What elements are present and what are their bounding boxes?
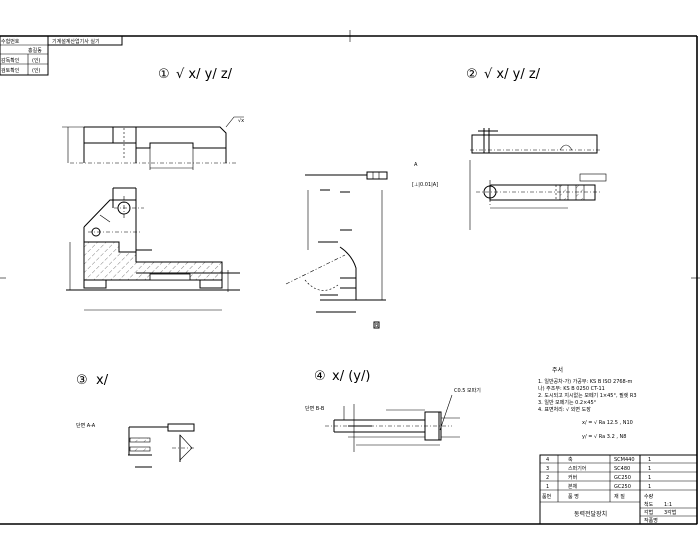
drawing-line bbox=[579, 173, 607, 182]
drawing-line bbox=[83, 279, 107, 289]
notes-block: 주서 1. 일반공차-가) 가공부: KS B ISO 2768-m 나) 주조… bbox=[538, 366, 637, 440]
info-value: (인) bbox=[32, 67, 41, 74]
info-label: 수험번호 bbox=[1, 38, 20, 45]
drawing-text: √ x/ y/ z/ bbox=[484, 67, 541, 82]
drawing-line bbox=[304, 279, 339, 291]
drawing-text: 1 bbox=[648, 466, 651, 472]
drawing-line bbox=[559, 144, 573, 151]
drawing-title: 동력전달장치 bbox=[574, 510, 607, 518]
drawing-line bbox=[0, 35, 49, 76]
leader-text: √x bbox=[238, 118, 244, 124]
drawing-text: 스퍼기어 bbox=[568, 465, 586, 472]
drawing-text: 축 bbox=[568, 456, 573, 463]
part-3-drawing: B bbox=[285, 171, 388, 329]
notes-title: 주서 bbox=[552, 366, 563, 374]
info-value: 홍길동 bbox=[28, 47, 42, 54]
drawing-line bbox=[167, 423, 195, 432]
note-line: 1. 일반공차-가) 가공부: KS B ISO 2768-m bbox=[538, 378, 633, 385]
view-label-2: ② √ x/ y/ z/ bbox=[466, 67, 541, 82]
info-label: 검토확인 bbox=[1, 67, 20, 74]
drawing-text: 재 질 bbox=[614, 493, 625, 500]
drawing-line bbox=[84, 126, 227, 163]
drawing-text: √ x/ y/ z/ bbox=[176, 67, 233, 82]
part-3-section-drawing: 단면 A-A bbox=[76, 422, 196, 468]
drawing-line bbox=[339, 246, 357, 300]
note-line: 나) 주조부: KS B 0250 CT-11 bbox=[538, 385, 605, 392]
drawing-text: 품번 bbox=[542, 493, 552, 500]
drawing-text: 3 bbox=[546, 466, 549, 472]
datum-ref: [⊥|0.01|A] bbox=[412, 182, 438, 188]
note-line: 4. 표면처리: √ 외면 도장 bbox=[538, 406, 591, 413]
title-block: 4 축 SCM440 1 3 스퍼기어 SC480 1 2 커버 GC250 1… bbox=[539, 454, 698, 525]
drawing-text: 4 bbox=[546, 457, 549, 463]
footer-label: 작품명 bbox=[644, 517, 658, 524]
exam-info-block: 수험번호 홍길동 감독확인 (인) 검토확인 (인) 기계설계산업기사 실기 bbox=[0, 35, 123, 76]
drawing-line bbox=[285, 254, 346, 285]
drawing-line bbox=[373, 321, 380, 329]
drawing-text: ④ bbox=[314, 369, 326, 384]
drawing-text: 품 명 bbox=[568, 493, 579, 500]
drawing-text: 1 bbox=[648, 457, 651, 463]
drawing-text: SCM440 bbox=[614, 457, 635, 463]
drawing-text: GC250 bbox=[614, 475, 631, 481]
info-label: 감독확인 bbox=[1, 57, 20, 64]
drawing-text: x/ (y/) bbox=[332, 369, 370, 384]
note-line: y/ = √ Ra 3.2 , N8 bbox=[582, 434, 626, 440]
view-label-3: ③ x/ bbox=[76, 373, 109, 388]
drawing-text: SC480 bbox=[614, 466, 630, 472]
drawing-line bbox=[149, 273, 191, 281]
part-4-shaft-drawing: 단면 B-B C0.5 모따기 bbox=[305, 387, 481, 452]
drawing-line bbox=[439, 394, 453, 431]
drawing-line bbox=[83, 199, 136, 228]
drawing-text: 커버 bbox=[568, 474, 577, 481]
drawing-text: 1 bbox=[648, 484, 651, 490]
drawing-line bbox=[225, 116, 244, 128]
datum-label: A bbox=[414, 162, 418, 168]
drawing-line bbox=[129, 446, 151, 452]
drawing-line bbox=[47, 35, 123, 46]
drawing-line bbox=[129, 437, 151, 443]
drawing-text: ② bbox=[466, 67, 478, 82]
drawing-line bbox=[179, 434, 193, 461]
view-label-4: ④ x/ (y/) bbox=[314, 369, 370, 384]
drawing-line bbox=[136, 142, 226, 149]
info-value: (인) bbox=[32, 57, 41, 64]
note-line: 2. 도시되고 지시없는 모떼기 1×45°, 필렛 R3 bbox=[538, 392, 637, 399]
view-label-1: ① √ x/ y/ z/ bbox=[158, 67, 233, 82]
note-line: 3. 일반 모떼기는 0.2×45° bbox=[538, 399, 597, 406]
section-label: 단면 B-B bbox=[305, 405, 325, 412]
drawing-line bbox=[575, 184, 585, 201]
drawing-line bbox=[539, 454, 698, 525]
drawing-text: 2 bbox=[546, 475, 549, 481]
drawing-text: 1 bbox=[546, 484, 549, 490]
drawing-text: 본체 bbox=[568, 483, 578, 490]
drawing-text: 수량 bbox=[644, 493, 654, 500]
note-line: x/ = √ Ra 12.5 , N10 bbox=[582, 420, 633, 426]
drawing-text: ③ bbox=[76, 373, 88, 388]
scale-mark: B bbox=[375, 323, 379, 329]
exam-title: 기계설계산업기사 실기 bbox=[52, 38, 100, 45]
drawing-text: GC250 bbox=[614, 484, 631, 490]
drawing-text: 1 bbox=[648, 475, 651, 481]
drawing-line bbox=[366, 171, 388, 180]
part-1-body-drawing: √x bbox=[62, 116, 244, 311]
scale-value: 1:1 bbox=[664, 502, 672, 508]
drawing-line bbox=[559, 184, 569, 201]
drawing-line bbox=[99, 214, 111, 223]
projection-label: 각법 bbox=[644, 509, 653, 516]
projection-value: 3각법 bbox=[664, 509, 676, 516]
leader-text: C0.5 모따기 bbox=[454, 387, 481, 394]
drawing-text: x/ bbox=[96, 373, 109, 388]
part-2-drawing: A [⊥|0.01|A] bbox=[412, 128, 607, 230]
section-label: 단면 A-A bbox=[76, 422, 96, 429]
drawing-text: ① bbox=[158, 67, 170, 82]
scale-label: 척도 bbox=[644, 501, 654, 508]
drawing-line bbox=[471, 134, 598, 154]
drawing-line bbox=[199, 279, 223, 289]
